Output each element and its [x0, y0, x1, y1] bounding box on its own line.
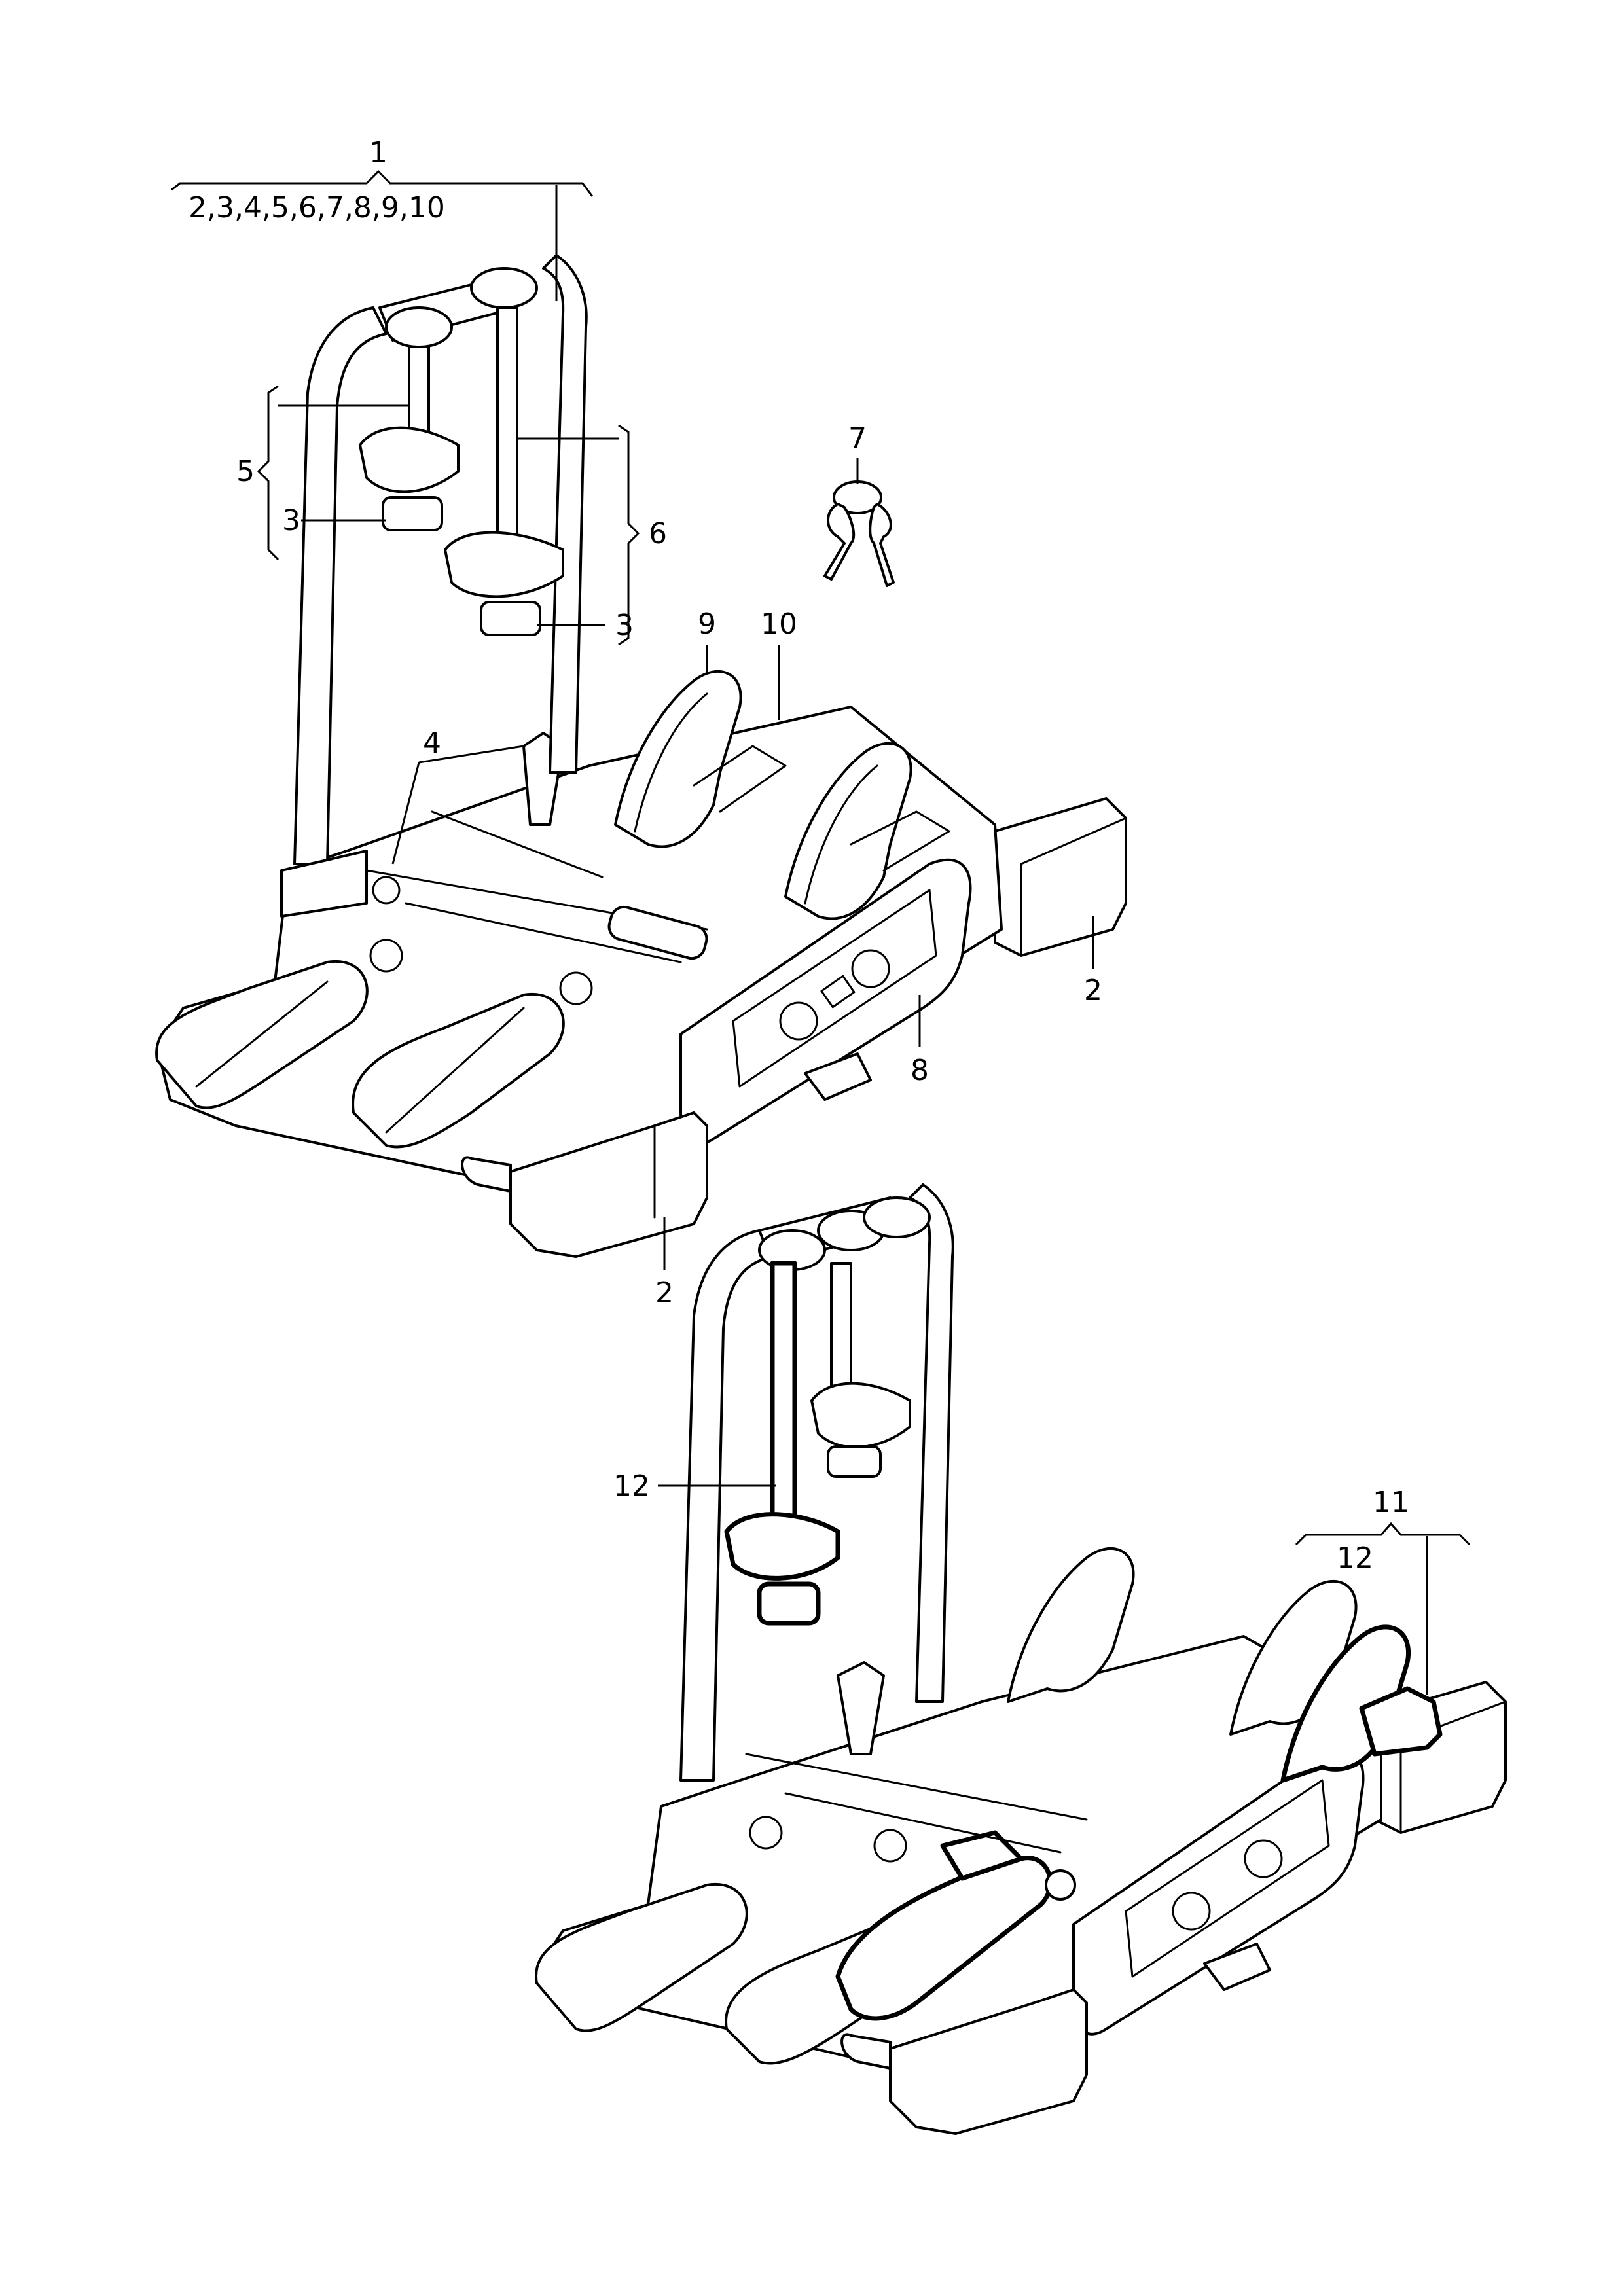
- key-set-icon: [823, 480, 895, 587]
- callout-2-bottom: 2: [655, 1276, 674, 1310]
- callout-8: 8: [911, 1054, 929, 1087]
- callout-3-upper: 3: [282, 504, 300, 537]
- callout-labels: 1 2,3,4,5,6,7,8,9,10 5 3 6 3 7 9 10 4 2 …: [189, 136, 1409, 1575]
- callout-3-lower: 3: [615, 609, 634, 642]
- bike-carrier-two-bike: [155, 254, 1127, 1258]
- callout-12: 12: [613, 1469, 650, 1503]
- callout-leaders: [171, 170, 1471, 1695]
- callout-1: 1: [369, 136, 388, 170]
- callout-6: 6: [649, 517, 667, 550]
- callout-7: 7: [848, 422, 867, 456]
- callout-11-contents: 12: [1337, 1541, 1373, 1575]
- callout-1-contents: 2,3,4,5,6,7,8,9,10: [189, 191, 445, 224]
- callout-11: 11: [1373, 1486, 1409, 1519]
- callout-9: 9: [698, 607, 716, 641]
- callout-2-right: 2: [1084, 974, 1102, 1007]
- bike-carrier-three-bike: [535, 1183, 1507, 2135]
- callout-5: 5: [236, 455, 255, 488]
- callout-4: 4: [423, 726, 441, 760]
- callout-10: 10: [761, 607, 797, 641]
